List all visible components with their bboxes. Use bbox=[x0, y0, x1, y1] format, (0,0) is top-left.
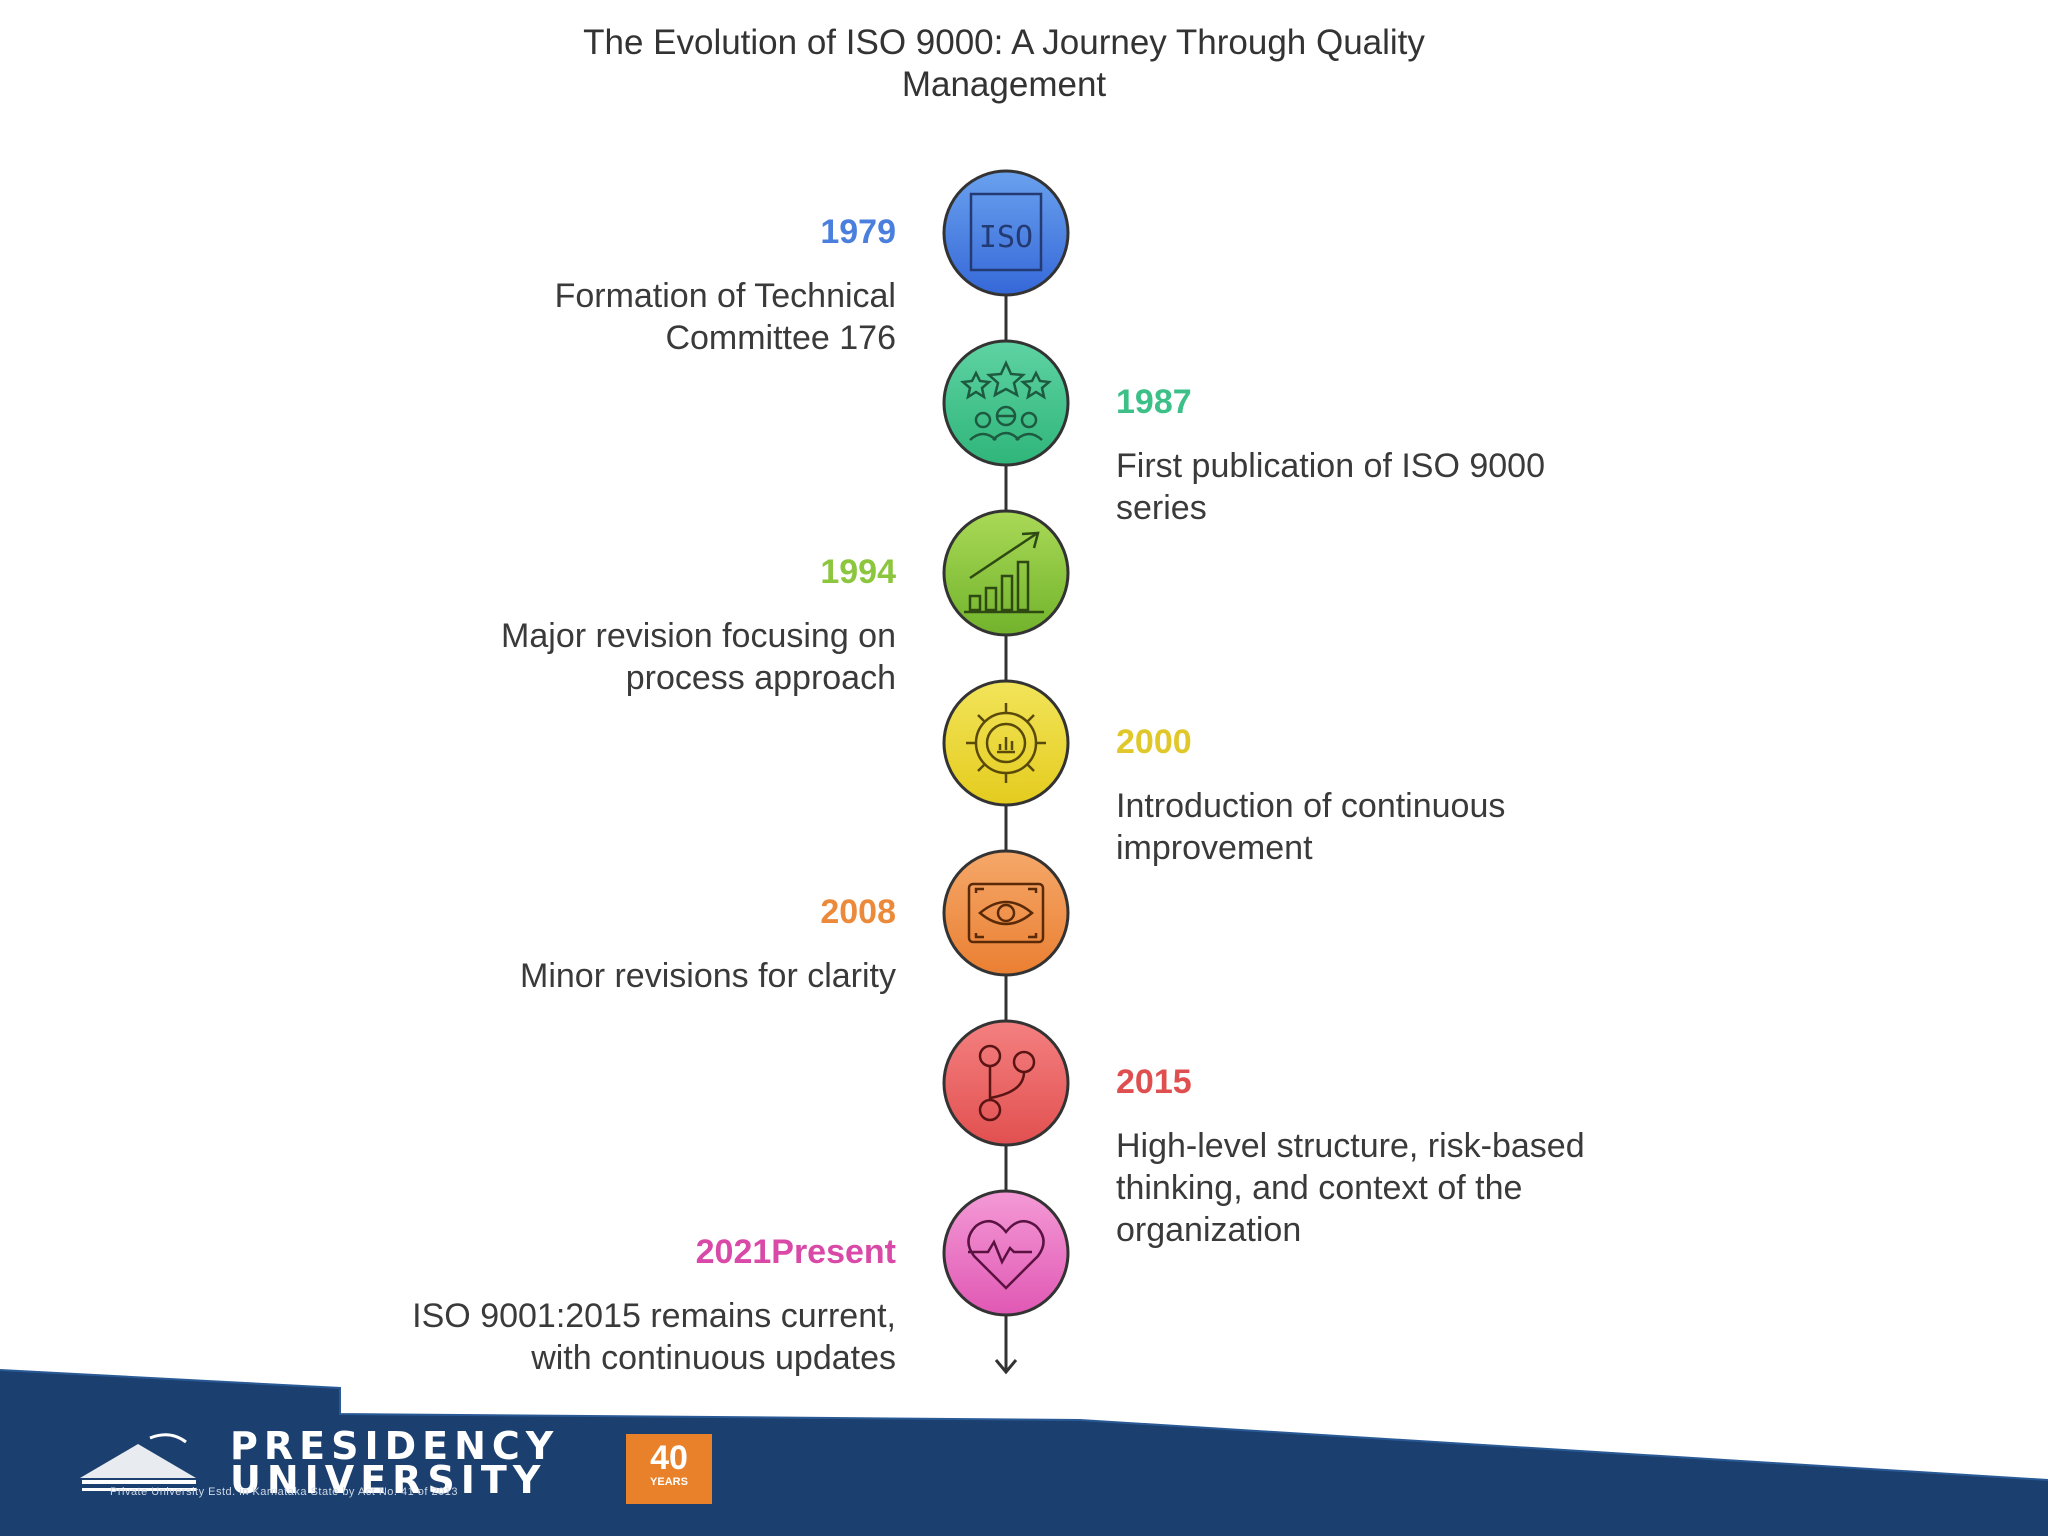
event-year-1979: 1979 bbox=[820, 213, 896, 251]
event-description-2000: Introduction of continuous improvement bbox=[1116, 787, 1506, 867]
diagram-title: The Evolution of ISO 9000: A Journey Thr… bbox=[583, 23, 1425, 104]
gear-chart-icon bbox=[966, 703, 1046, 783]
event-description-2015: High-level structure, risk-based thinkin… bbox=[1116, 1127, 1585, 1249]
eye-focus-icon bbox=[967, 882, 1045, 944]
footer-background bbox=[0, 1369, 2048, 1536]
growth-chart-icon bbox=[964, 531, 1044, 614]
event-description-1994: Major revision focusing on process appro… bbox=[501, 617, 896, 697]
badge-text: YEARS bbox=[650, 1476, 688, 1488]
event-year-2000: 2000 bbox=[1116, 723, 1192, 761]
timeline-node-2021 bbox=[942, 1189, 1070, 1317]
university-logo-icon bbox=[80, 1433, 196, 1491]
brand-name-line-2: UNIVERSITY bbox=[230, 1458, 547, 1502]
svg-text:ISO: ISO bbox=[979, 220, 1033, 255]
heart-pulse-icon bbox=[967, 1219, 1045, 1290]
timeline-node-1979: ISO bbox=[942, 169, 1070, 297]
timeline-arrow-head bbox=[994, 1359, 1018, 1375]
event-year-1987: 1987 bbox=[1116, 383, 1192, 421]
brand-name-line-1: PRESIDENCY bbox=[230, 1424, 560, 1468]
team-stars-icon bbox=[960, 359, 1052, 441]
event-description-1979: Formation of Technical Committee 176 bbox=[554, 277, 896, 357]
event-year-1994: 1994 bbox=[820, 553, 896, 591]
event-year-2015: 2015 bbox=[1116, 1063, 1192, 1101]
badge-number: 40 bbox=[650, 1439, 688, 1477]
event-description-2021: ISO 9001:2015 remains current, with cont… bbox=[412, 1297, 896, 1377]
university-footer: PRESIDENCY UNIVERSITY Private University… bbox=[0, 1360, 2048, 1536]
event-description-1987: First publication of ISO 9000 series bbox=[1116, 447, 1546, 527]
timeline-node-2015 bbox=[942, 1019, 1070, 1147]
timeline-node-1987 bbox=[942, 339, 1070, 467]
iso-document-icon: ISO bbox=[969, 192, 1043, 272]
timeline-node-1994 bbox=[942, 509, 1070, 637]
event-year-2021: 2021Present bbox=[695, 1233, 896, 1271]
timeline-node-2008 bbox=[942, 849, 1070, 977]
anniversary-badge: 40 YEARS bbox=[626, 1434, 712, 1504]
event-year-2008: 2008 bbox=[820, 893, 896, 931]
timeline-node-2000 bbox=[942, 679, 1070, 807]
event-description-2008: Minor revisions for clarity bbox=[520, 957, 896, 995]
branch-icon bbox=[978, 1044, 1036, 1122]
brand-subtitle: Private University Estd. in Karnataka St… bbox=[110, 1486, 458, 1498]
